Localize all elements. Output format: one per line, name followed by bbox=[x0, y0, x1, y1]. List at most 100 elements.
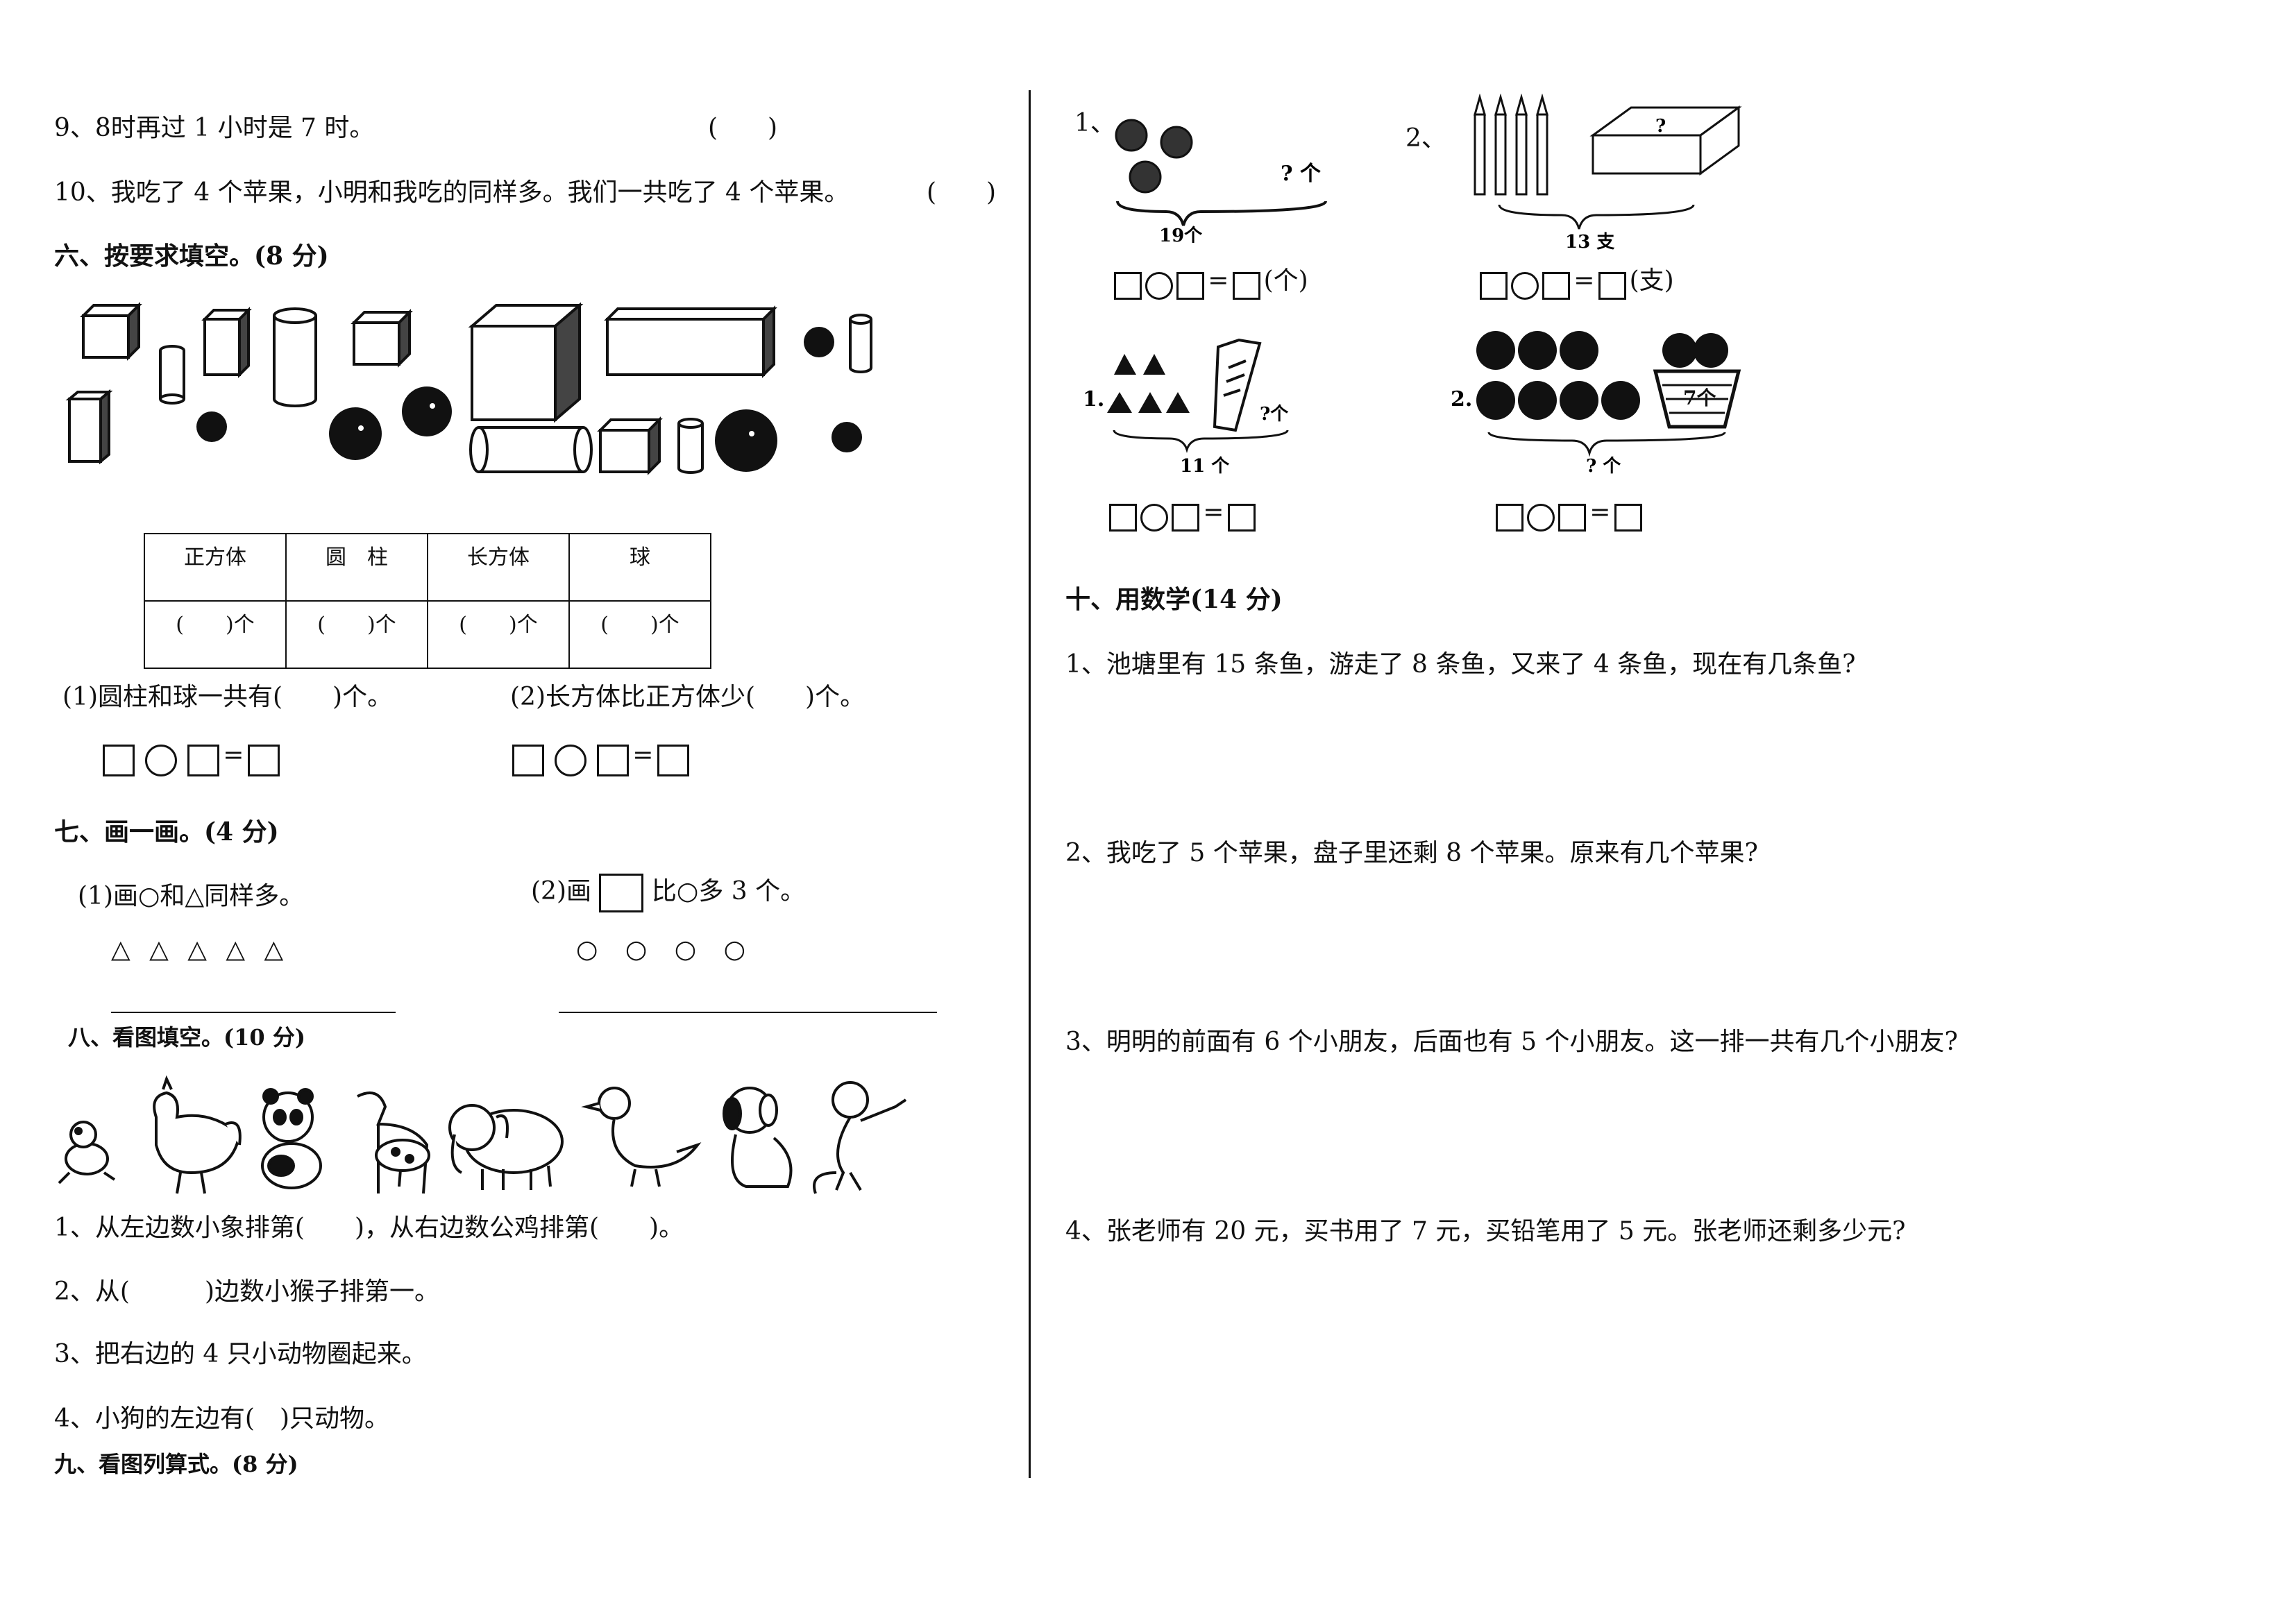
fig3-label: 1. bbox=[1083, 387, 1104, 411]
panda-icon bbox=[261, 1088, 322, 1189]
table-blank-cuboid[interactable]: ( )个 bbox=[427, 600, 570, 669]
result-box[interactable] bbox=[657, 744, 689, 776]
fig2-total: 13 支 bbox=[1565, 232, 1614, 253]
fig3-figure: 1. ?个 11 个 bbox=[1083, 338, 1289, 475]
pencil-box-icon bbox=[1589, 105, 1742, 176]
pencil-icon bbox=[1474, 94, 1486, 196]
ball-shape bbox=[329, 407, 382, 460]
column-divider bbox=[1029, 90, 1031, 1478]
dog-icon bbox=[723, 1087, 793, 1188]
fig4-equation[interactable]: = bbox=[1496, 498, 1642, 532]
ball-icon bbox=[1115, 119, 1148, 152]
number-box[interactable] bbox=[597, 744, 630, 776]
fig1-equation[interactable]: = (个) bbox=[1114, 260, 1308, 300]
section-9-title: 九、看图列算式。(8 分) bbox=[54, 1451, 298, 1477]
table-header-cuboid: 长方体 bbox=[427, 533, 570, 602]
duck-icon bbox=[581, 1087, 702, 1187]
frog-icon bbox=[58, 1121, 116, 1184]
draw-line-1[interactable] bbox=[111, 1012, 396, 1013]
operator-circle[interactable] bbox=[555, 744, 587, 776]
number-box[interactable] bbox=[1480, 271, 1508, 300]
section-10-q1: 1、池塘里有 15 条鱼，游走了 8 条鱼，又来了 4 条鱼，现在有几条鱼? bbox=[1065, 650, 1856, 679]
ball-icon bbox=[1129, 160, 1162, 194]
equation-blank-2[interactable]: = bbox=[512, 741, 689, 776]
result-box[interactable] bbox=[247, 744, 280, 776]
number-box[interactable] bbox=[1542, 271, 1571, 300]
result-box[interactable] bbox=[1227, 503, 1256, 532]
deer-icon bbox=[357, 1091, 430, 1194]
ball-icon bbox=[1560, 381, 1598, 420]
operator-circle[interactable] bbox=[1527, 503, 1555, 532]
ball-icon bbox=[1518, 381, 1557, 420]
ball-shape bbox=[832, 422, 862, 452]
table-header-cylinder: 圆 柱 bbox=[285, 533, 428, 602]
ball-icon bbox=[1560, 331, 1598, 370]
number-box[interactable] bbox=[1172, 503, 1200, 532]
result-box[interactable] bbox=[1614, 503, 1642, 532]
fig1-figure: ? 个 19个 bbox=[1115, 119, 1327, 243]
fig1-label: 1、 bbox=[1074, 109, 1115, 137]
section-10-q4: 4、张老师有 20 元，买书用了 7 元，买铅笔用了 5 元。张老师还剩多少元? bbox=[1065, 1217, 1906, 1246]
triangle-row: △ △ △ △ △ bbox=[111, 935, 289, 964]
fig2-unit: (支) bbox=[1629, 266, 1674, 295]
section-7-q2-prefix: (2)画 bbox=[531, 877, 591, 906]
number-box[interactable] bbox=[187, 744, 220, 776]
elephant-icon bbox=[448, 1104, 564, 1190]
shape-count-table: 正方体 圆 柱 长方体 球 ( )个 ( )个 ( )个 ( )个 bbox=[144, 533, 711, 669]
equals-sign: = bbox=[1589, 498, 1611, 527]
cube-shape bbox=[353, 321, 400, 366]
ball-shape bbox=[402, 386, 452, 436]
section-7-title: 七、画一画。(4 分) bbox=[54, 817, 279, 847]
table-blank-cube[interactable]: ( )个 bbox=[144, 600, 287, 669]
number-box[interactable] bbox=[1558, 503, 1587, 532]
table-blank-cylinder[interactable]: ( )个 bbox=[285, 600, 428, 669]
fig3-equation[interactable]: = bbox=[1109, 498, 1256, 532]
container-icon bbox=[1213, 338, 1262, 432]
number-box[interactable] bbox=[1114, 271, 1142, 300]
fig3-total: 11 个 bbox=[1180, 456, 1230, 475]
cube-shape bbox=[471, 325, 557, 421]
operator-circle[interactable] bbox=[1511, 271, 1539, 300]
operator-circle[interactable] bbox=[145, 744, 178, 776]
table-blank-ball[interactable]: ( )个 bbox=[568, 600, 711, 669]
section-10-q3: 3、明明的前面有 6 个小朋友，后面也有 5 个小朋友。这一排一共有几个小朋友? bbox=[1065, 1028, 1958, 1056]
fig4-total: ? 个 bbox=[1586, 456, 1621, 475]
solid-shapes-figure bbox=[65, 302, 872, 475]
ball-shape bbox=[715, 409, 777, 472]
number-box[interactable] bbox=[103, 744, 135, 776]
draw-square-box[interactable] bbox=[599, 874, 644, 912]
cuboid-shape bbox=[203, 318, 241, 376]
draw-line-2[interactable] bbox=[559, 1012, 937, 1013]
operator-circle[interactable] bbox=[1145, 271, 1174, 300]
fig4-basket-count: 7个 bbox=[1683, 386, 1716, 409]
equation-blank-1[interactable]: = bbox=[103, 741, 280, 776]
section-8-title: 八、看图填空。(10 分) bbox=[68, 1024, 305, 1051]
cuboid-shape bbox=[606, 318, 765, 376]
rooster-icon bbox=[153, 1075, 242, 1194]
result-box[interactable] bbox=[1232, 271, 1260, 300]
fig2-figure: ? 13 支 bbox=[1474, 94, 1742, 253]
operator-circle[interactable] bbox=[1140, 503, 1169, 532]
result-box[interactable] bbox=[1598, 271, 1626, 300]
table-header-ball: 球 bbox=[568, 533, 711, 602]
ball-icon bbox=[1518, 331, 1557, 370]
answer-paren-10[interactable]: ( ) bbox=[927, 178, 997, 207]
animals-figure bbox=[58, 1075, 907, 1194]
section-7-q2: (2)画 比○多 3 个。 bbox=[531, 871, 805, 912]
fig4-figure: 2. 7个 ? 个 bbox=[1451, 331, 1741, 475]
triangle-icon bbox=[1138, 392, 1162, 413]
ball-shape bbox=[804, 327, 834, 357]
answer-paren-9[interactable]: ( ) bbox=[708, 114, 778, 142]
number-box[interactable] bbox=[1109, 503, 1137, 532]
number-box[interactable] bbox=[512, 744, 544, 776]
equals-sign: = bbox=[1203, 498, 1224, 527]
fig2-equation[interactable]: = (支) bbox=[1480, 260, 1674, 300]
monkey-icon bbox=[813, 1081, 907, 1194]
section-6-q1: (1)圆柱和球一共有( )个。 bbox=[62, 683, 393, 711]
ball-icon bbox=[1476, 331, 1515, 370]
ball-shape bbox=[196, 411, 227, 442]
number-box[interactable] bbox=[1176, 271, 1205, 300]
triangle-icon bbox=[1114, 354, 1136, 375]
number-box[interactable] bbox=[1496, 503, 1523, 532]
section-10-q2: 2、我吃了 5 个苹果，盘子里还剩 8 个苹果。原来有几个苹果? bbox=[1065, 839, 1758, 867]
